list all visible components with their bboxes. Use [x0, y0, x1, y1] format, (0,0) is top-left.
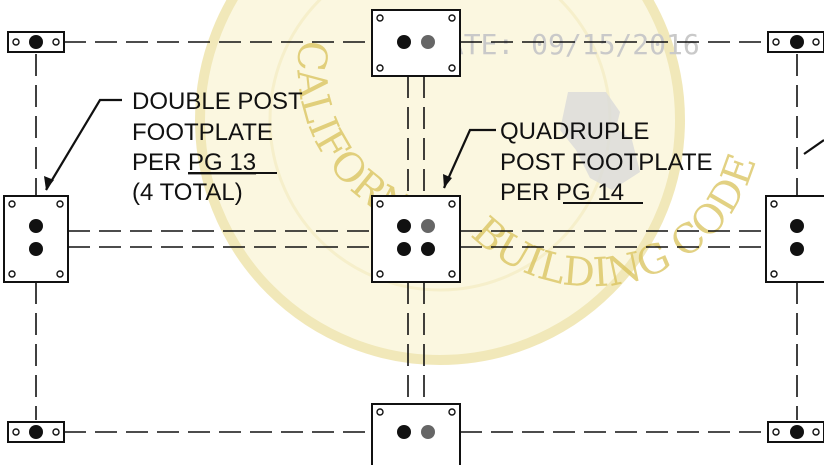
callout-quad-post-per: PER PG 14: [500, 179, 624, 206]
watermark-date: DATE: 09/15/2016: [430, 28, 700, 61]
end-plate-bottom-right: [767, 421, 824, 443]
callout-double-post-line1: DOUBLE POST: [132, 88, 303, 115]
callout-leaders: [44, 98, 824, 191]
end-plate-top-left: [7, 31, 65, 53]
double-post-footplate-left: [3, 195, 69, 283]
dashed-grid-lines: [35, 41, 798, 433]
callout-double-post-per: PER PG 13: [132, 149, 256, 176]
callout-quadruple-post: QUADRUPLE POST FOOTPLATE PER PG 14: [500, 118, 712, 206]
callout-double-post-line2: FOOTPLATE: [132, 119, 273, 146]
double-post-footplate-right: [765, 195, 824, 283]
footplate-top-center: [371, 9, 461, 77]
callout-quad-post-line1: QUADRUPLE: [500, 118, 649, 145]
end-plate-top-right: [767, 31, 824, 53]
quadruple-post-footplate-center: [371, 195, 461, 283]
end-plate-bottom-left: [7, 421, 65, 443]
callout-double-post: DOUBLE POST FOOTPLATE PER PG 13 (4 TOTAL…: [132, 88, 303, 206]
state-outline-icon: [560, 92, 640, 190]
california-building-code-seal: [195, 0, 685, 365]
callout-double-post-total: (4 TOTAL): [132, 179, 243, 206]
footplate-bottom-center: [371, 403, 461, 465]
callout-quad-post-line2: POST FOOTPLATE: [500, 149, 712, 176]
